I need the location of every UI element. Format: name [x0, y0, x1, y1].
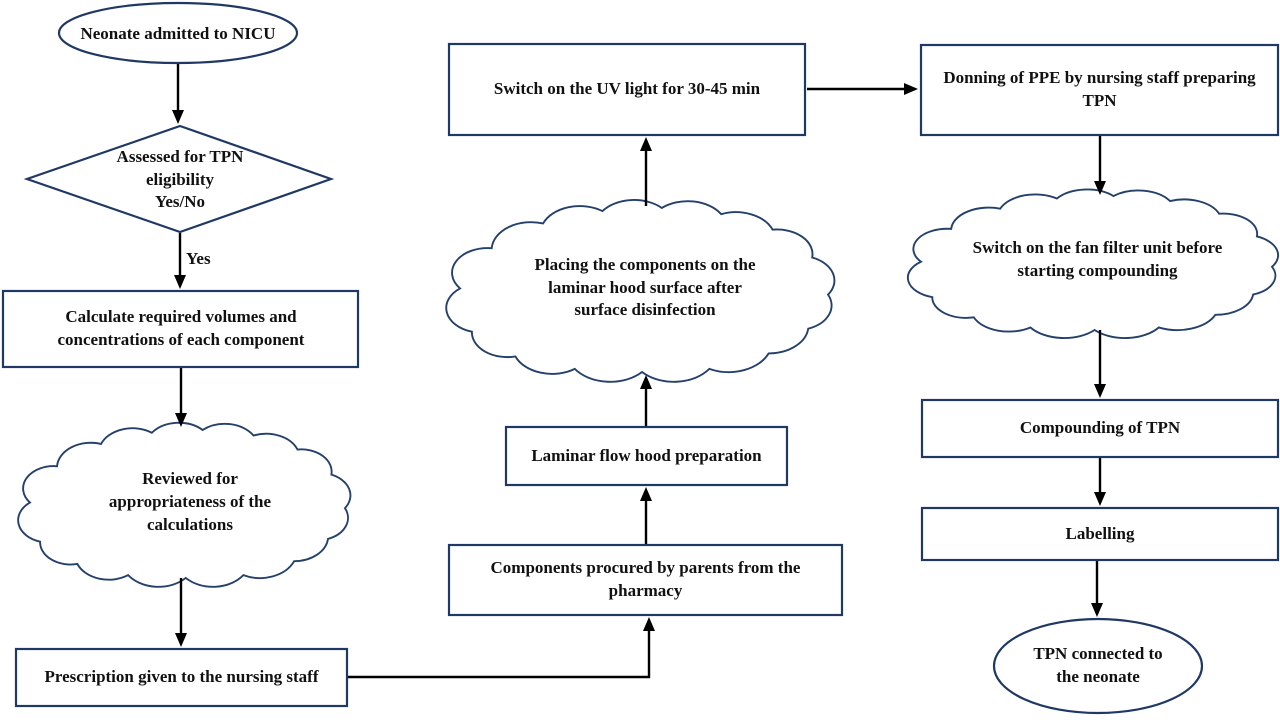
rect-labelling	[920, 506, 1280, 562]
ellipse-end	[992, 617, 1204, 715]
rect-donning	[919, 43, 1280, 137]
node-laminar-prep: Laminar flow hood preparation	[531, 445, 762, 465]
node-neonate-admitted: Neonate admitted to NICU	[80, 23, 276, 43]
edge-label-yes: Yes	[186, 248, 211, 268]
node-donning-ppe: Donning of PPE by nursing staff preparin…	[943, 68, 1256, 110]
rect-calculate	[1, 289, 360, 369]
rect-prescription	[14, 647, 349, 708]
node-compounding: Compounding of TPN	[1019, 418, 1181, 438]
node-labelling: Labelling	[1065, 523, 1135, 543]
arrow-prescription-to-components	[348, 617, 655, 679]
node-placing-components: Placing the components on the laminar ho…	[534, 254, 756, 320]
node-calculate-volumes: Calculate required volumes and concentra…	[57, 307, 305, 349]
rect-uv-light	[447, 42, 807, 137]
diamond-eligibility	[23, 124, 335, 234]
rect-compounding	[920, 398, 1280, 459]
rect-components	[447, 543, 844, 617]
node-review-calculations: Reviewed for appropriateness of the calc…	[108, 469, 272, 534]
node-uv-light: Switch on the UV light for 30-45 min	[493, 79, 761, 99]
rect-laminar	[504, 425, 789, 487]
arrows-group	[172, 64, 1106, 679]
node-components-procured: Components procured by parents from the …	[490, 558, 801, 600]
node-eligibility-decision: Assessed for TPN eligibility Yes/No	[116, 146, 244, 212]
node-tpn-connected: TPN connected to the neonate	[1033, 644, 1163, 686]
ellipse-start	[57, 1, 299, 65]
node-fan-filter: Switch on the fan filter unit before sta…	[972, 238, 1223, 280]
node-prescription-nursing: Prescription given to the nursing staff	[44, 667, 319, 687]
